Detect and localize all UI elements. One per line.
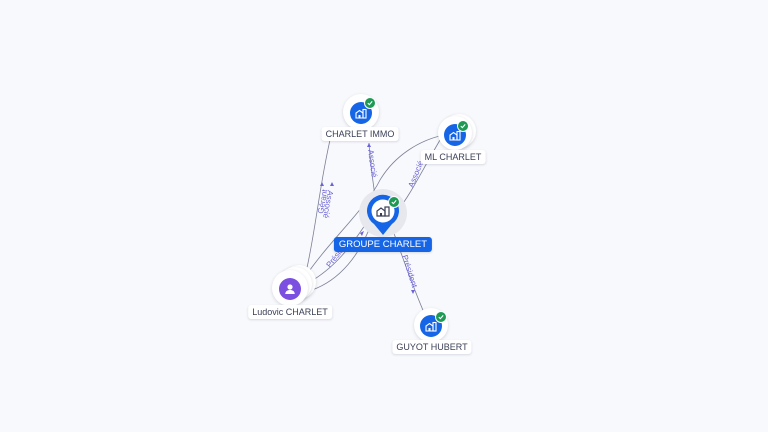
verified-check-icon	[388, 196, 400, 208]
arrow-charlet-immo-associe-2	[330, 182, 334, 186]
building-icon	[449, 130, 461, 141]
arrow-charlet-immo-associe	[367, 143, 371, 147]
verified-check-icon	[435, 311, 447, 323]
node-guyot-hubert[interactable]	[414, 308, 450, 344]
node-charlet-immo[interactable]	[343, 94, 379, 130]
node-ludovic-charlet[interactable]	[272, 265, 316, 308]
building-icon	[376, 206, 390, 217]
verified-check-icon	[364, 97, 376, 109]
node-ml-charlet[interactable]	[438, 114, 476, 152]
edge-ludovic-ml-charlet[interactable]	[304, 134, 445, 278]
node-label-groupe-charlet[interactable]: GROUPE CHARLET	[333, 237, 433, 252]
arrow-groupe-president	[360, 231, 364, 236]
person-disc	[279, 278, 301, 300]
edge-groupe-guyot[interactable]	[391, 227, 426, 316]
building-icon	[425, 321, 437, 332]
edge-label-president-guyot: Président	[400, 254, 419, 290]
node-label-charlet-immo[interactable]: CHARLET IMMO	[321, 127, 399, 141]
verified-check-icon	[457, 120, 469, 132]
arrow-guyot-president	[411, 290, 415, 294]
person-icon	[285, 284, 295, 294]
node-label-guyot-hubert[interactable]: GUYOT HUBERT	[392, 340, 472, 354]
node-groupe-charlet[interactable]	[359, 189, 407, 237]
node-label-ludovic-charlet[interactable]: Ludovic CHARLET	[248, 305, 332, 319]
node-label-ml-charlet[interactable]: ML CHARLET	[420, 150, 486, 164]
edge-label-gerant: Gérant	[316, 188, 329, 214]
arrow-charlet-immo-gerant	[320, 182, 324, 186]
building-icon	[355, 108, 367, 119]
edge-label-associe-immo: Associé	[366, 149, 379, 179]
edge-ludovic-groupe-president[interactable]	[307, 221, 368, 284]
edge-ludovic-charlet-immo-gerant[interactable]	[305, 126, 334, 273]
